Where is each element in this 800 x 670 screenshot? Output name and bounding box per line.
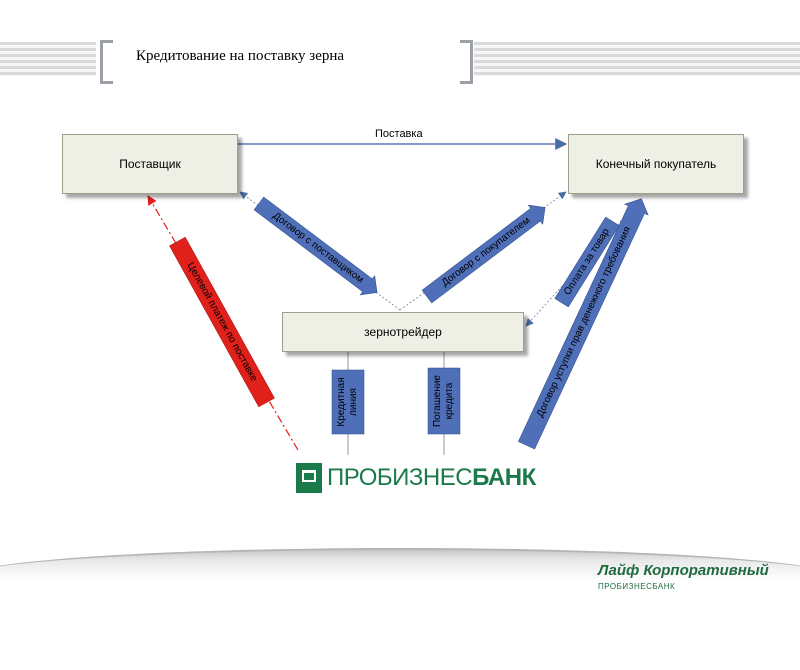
prepayment-arrow <box>169 236 275 408</box>
trader-node-label: зернотрейдер <box>364 325 442 339</box>
credit-line-label-1: Кредитная <box>336 377 347 427</box>
supply-label: Поставка <box>375 128 423 140</box>
header-stripes-right <box>474 42 800 76</box>
bank-logo: ПРОБИЗНЕСБАНК <box>327 464 536 492</box>
title-bracket-right <box>460 40 473 84</box>
buyer-node-label: Конечный покупатель <box>595 157 717 171</box>
bank-logo-mark <box>296 463 322 493</box>
bank-logo-mark-inner <box>302 470 316 482</box>
contract-buyer-arrow <box>421 204 546 304</box>
contract-supplier-arrow <box>253 196 378 296</box>
diagram-connectors <box>147 138 649 455</box>
title-bracket-left <box>100 40 113 84</box>
bank-logo-prefix: ПРОБИЗНЕС <box>327 464 473 491</box>
assignment-contract-arrow <box>518 198 649 450</box>
slide-title: Кредитование на поставку зерна <box>136 48 345 64</box>
buyer-node: Конечный покупатель <box>568 134 744 194</box>
repayment-label-2: кредита <box>444 382 455 420</box>
repayment-label-1: Погашение <box>432 375 443 427</box>
supplier-node-label: Поставщик <box>119 157 181 171</box>
footer-bank: ПРОБИЗНЕСБАНК <box>598 582 676 591</box>
credit-line-label-2: линия <box>348 388 359 416</box>
repayment-arrow <box>427 367 461 435</box>
credit-line-arrow <box>331 369 365 435</box>
footer-brand: Лайф Корпоративный <box>598 562 769 579</box>
trader-node: зернотрейдер <box>282 312 524 352</box>
supplier-node: Поставщик <box>62 134 238 194</box>
bank-logo-suffix: БАНК <box>472 464 536 491</box>
header-stripes-left <box>0 42 96 76</box>
